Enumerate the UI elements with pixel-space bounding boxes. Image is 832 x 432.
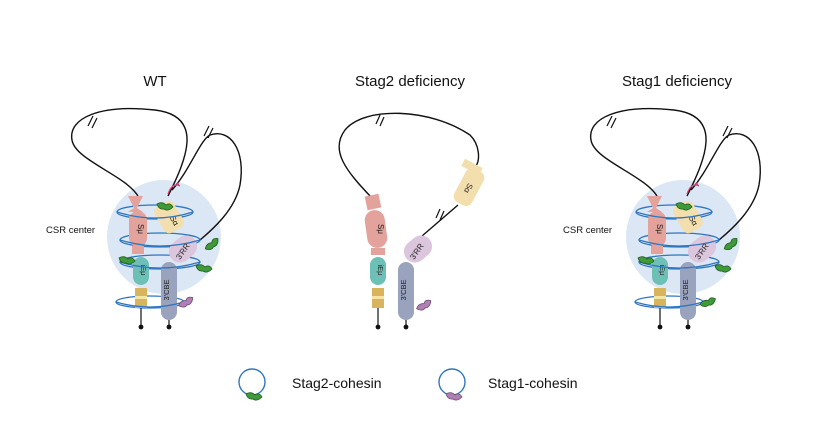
ie-mu-element bbox=[370, 257, 386, 285]
promoter-stripe bbox=[654, 296, 666, 299]
s-mu-label: Sμ bbox=[136, 224, 145, 234]
s-mu-element bbox=[129, 211, 147, 247]
stag2-cohesin-motor bbox=[699, 294, 718, 310]
stag1-cohesin-motor bbox=[177, 293, 196, 311]
panel-title-stag2: Stag2 deficiency bbox=[355, 73, 466, 90]
dna-loop-left bbox=[590, 107, 707, 197]
break-mark bbox=[375, 114, 385, 127]
ie-mu-element bbox=[652, 257, 668, 285]
legend-label-stag2: Stag2-cohesin bbox=[292, 375, 382, 391]
s-mu-element bbox=[648, 211, 666, 247]
s-mu-element bbox=[364, 210, 388, 248]
s-alpha-element bbox=[453, 167, 485, 207]
anchor-dot bbox=[403, 324, 409, 330]
anchor-dot bbox=[138, 324, 144, 330]
legend-ring-icon bbox=[238, 368, 266, 396]
anchor-dot bbox=[166, 324, 172, 330]
dna-loop-left bbox=[71, 107, 188, 197]
csr-center-label: CSR center bbox=[563, 225, 612, 236]
promoter-stripe bbox=[372, 296, 384, 299]
break-mark bbox=[435, 208, 445, 221]
legend-stag1-motor-icon bbox=[445, 392, 463, 401]
cohesin-rings-front bbox=[115, 211, 201, 308]
cbe3-label: 3'CBE bbox=[162, 279, 171, 300]
dna-loop-right bbox=[171, 133, 242, 241]
s-alpha-label: Sα bbox=[462, 182, 475, 195]
break-mark bbox=[606, 115, 617, 129]
dna-loop-right bbox=[690, 133, 761, 241]
panel-wt: WT CSR center Sμ Sα 3'RR iEμ bbox=[46, 73, 242, 330]
break-mark bbox=[722, 125, 733, 139]
cbe3-element bbox=[398, 262, 414, 320]
stag1-cohesin-motor bbox=[415, 296, 434, 314]
panel-title-stag1: Stag1 deficiency bbox=[622, 73, 733, 90]
arrow-head bbox=[176, 182, 180, 186]
cohesin-rings-front bbox=[634, 211, 720, 308]
s-mu-bowtie bbox=[647, 196, 662, 212]
s-alpha-cap bbox=[461, 158, 483, 176]
rr3-element bbox=[403, 235, 433, 263]
cbe3-label: 3'CBE bbox=[399, 279, 408, 300]
ie-mu-element bbox=[133, 257, 149, 285]
panel-stag1-deficiency: Stag1 deficiency CSR center Sμ Sα 3'RR i… bbox=[563, 73, 761, 330]
s-mu-bar bbox=[651, 246, 663, 254]
legend-stag2-motor-icon bbox=[245, 392, 263, 401]
cbe3-label: 3'CBE bbox=[681, 279, 690, 300]
s-mu-top bbox=[364, 193, 382, 211]
csr-center-label: CSR center bbox=[46, 225, 95, 236]
dna-segment bbox=[421, 204, 459, 237]
arrow-head bbox=[695, 182, 699, 186]
anchor-dot bbox=[657, 324, 663, 330]
ie-mu-label: iEμ bbox=[658, 265, 667, 276]
break-mark bbox=[87, 115, 98, 129]
s-mu-label: Sμ bbox=[655, 224, 664, 234]
legend-label-stag1: Stag1-cohesin bbox=[488, 375, 578, 391]
promoter-stripe bbox=[135, 296, 147, 299]
s-mu-bowtie bbox=[128, 196, 143, 212]
anchor-dot bbox=[685, 324, 691, 330]
s-mu-label: Sμ bbox=[376, 224, 385, 234]
anchor-dot bbox=[375, 324, 381, 330]
ie-mu-label: iEμ bbox=[139, 265, 148, 276]
panel-stag2-deficiency: Stag2 deficiency Sα Sμ 3'RR iEμ 3'CBE bbox=[338, 73, 485, 330]
legend: Stag2-cohesin Stag1-cohesin bbox=[238, 368, 578, 401]
legend-item-stag1: Stag1-cohesin bbox=[438, 368, 578, 401]
dna-loop bbox=[338, 112, 480, 199]
panel-title-wt: WT bbox=[143, 73, 166, 90]
s-mu-bar bbox=[132, 246, 144, 254]
break-mark bbox=[203, 125, 214, 139]
s-mu-bar bbox=[371, 248, 385, 255]
legend-ring-icon bbox=[438, 368, 466, 396]
legend-item-stag2: Stag2-cohesin bbox=[238, 368, 382, 401]
ie-mu-label: iEμ bbox=[376, 265, 385, 276]
